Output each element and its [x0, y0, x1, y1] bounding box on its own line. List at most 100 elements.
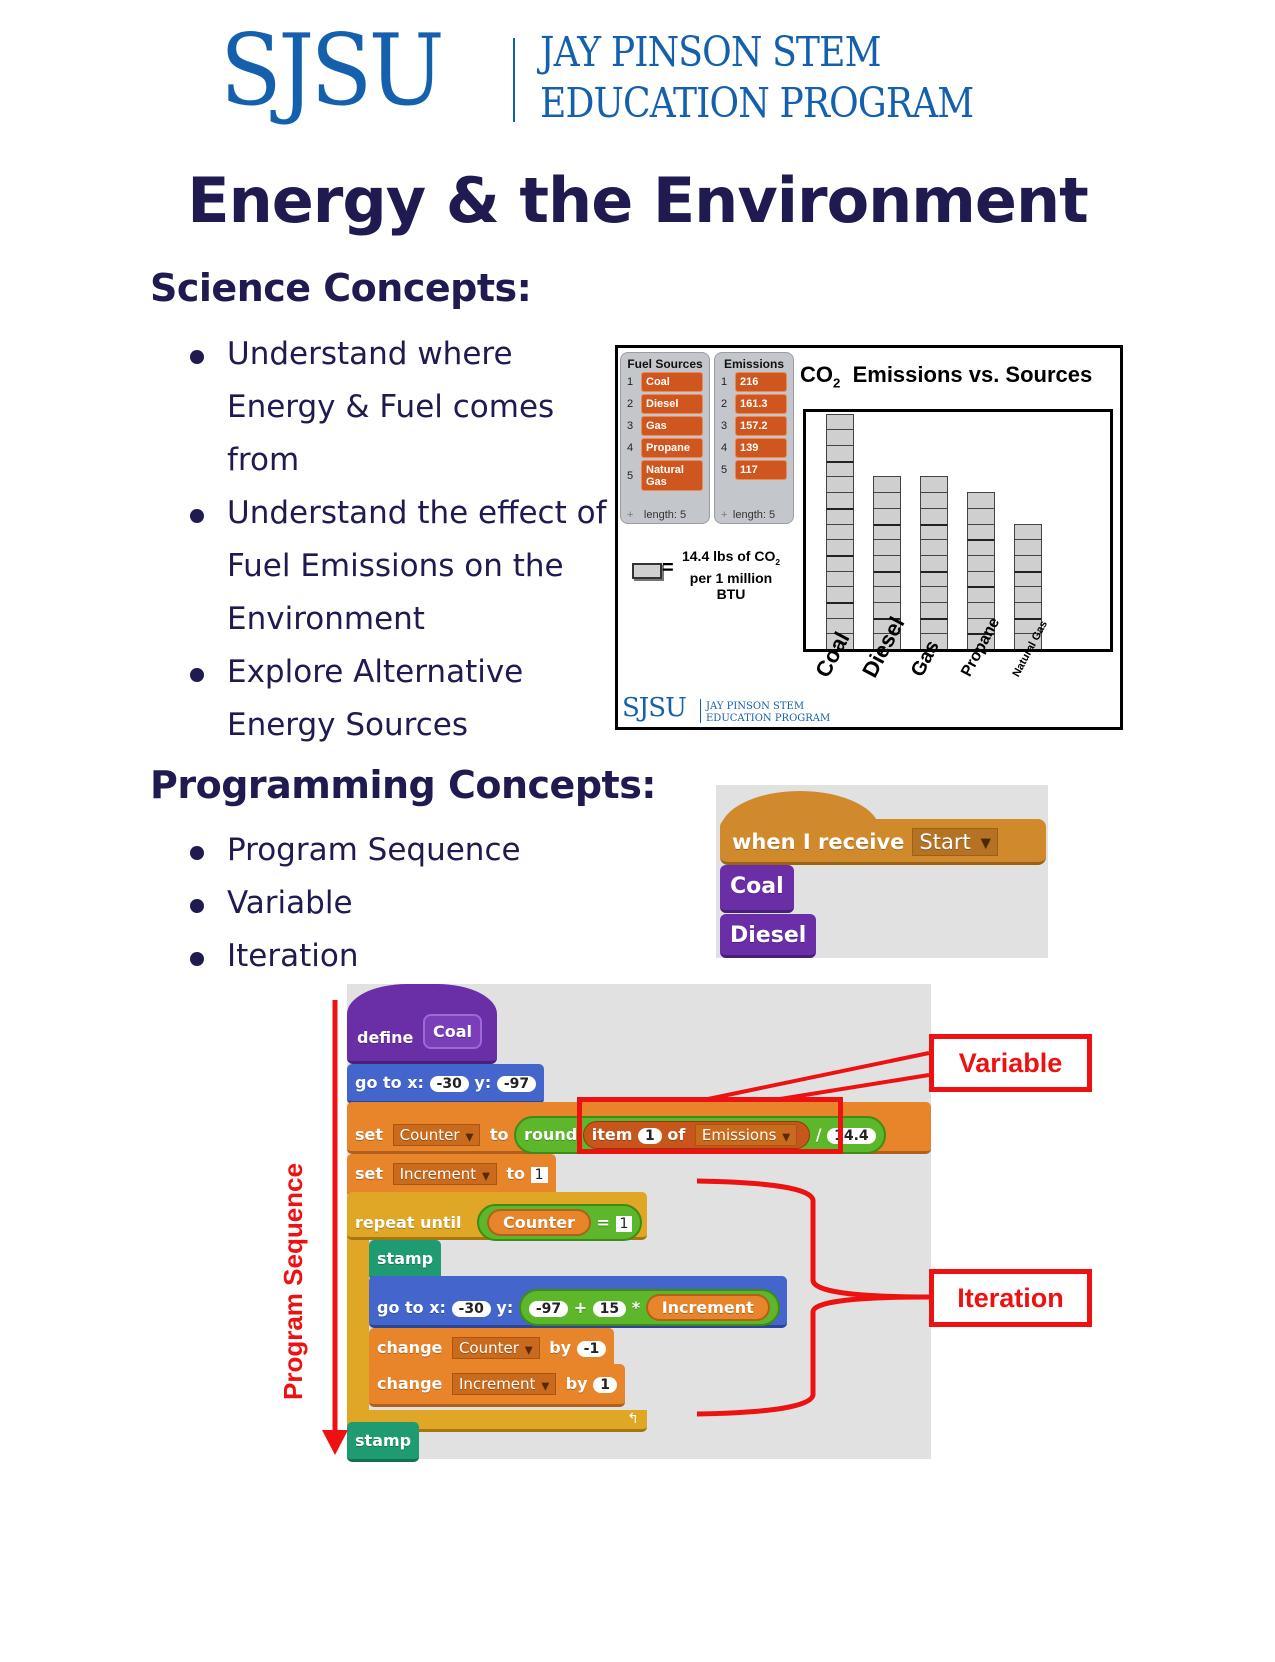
science-bullet-cont: Energy Sources: [150, 699, 620, 752]
emissions-dropdown: Emissions▼: [694, 1124, 798, 1146]
bar-coal: [826, 413, 854, 649]
bar-block: [1014, 633, 1042, 649]
bar-block: [873, 601, 901, 618]
equals-condition: Counter = 1: [477, 1204, 643, 1241]
bullet-icon: [190, 350, 204, 364]
bar-gas: [920, 476, 948, 649]
bullet-icon: [190, 668, 204, 682]
bar-block: [826, 492, 854, 508]
plot-area: [803, 409, 1113, 652]
bullet-text: Understand where: [227, 336, 513, 372]
bar-block: [967, 507, 995, 524]
list-value: Gas: [641, 416, 703, 436]
science-bullet-cont: Energy & Fuel comes: [150, 381, 620, 434]
list-title: Fuel Sources: [627, 357, 703, 371]
programming-bullet: Variable: [150, 877, 620, 930]
list-value: 117: [735, 460, 787, 480]
bullet-text: Environment: [227, 601, 425, 637]
iteration-annotation: Iteration: [929, 1269, 1092, 1327]
mini-sjsu-logo: SJSU JAY PINSON STEM EDUCATION PROGRAM: [622, 693, 831, 724]
bar-block: [873, 539, 901, 555]
coal-block: Coal: [720, 865, 794, 913]
variable-annotation: Variable: [929, 1034, 1092, 1092]
science-bullet-cont: Fuel Emissions on the: [150, 540, 620, 593]
diesel-block: Diesel: [720, 914, 817, 958]
bar-block: [873, 586, 901, 602]
bar-block: [873, 554, 901, 571]
go-to-xy-block: go to x: -30 y: -97: [347, 1064, 545, 1104]
bar-block: [826, 570, 854, 587]
set-counter-block: set Counter▼ to round item 1 of Emission…: [347, 1102, 931, 1154]
legend-equals: =: [662, 557, 674, 579]
message-dropdown: Start▼: [912, 828, 998, 856]
bullet-text: Energy & Fuel comes: [227, 389, 555, 425]
bar-block: [967, 554, 995, 571]
bar-block: [1014, 539, 1042, 555]
bar-block: [826, 413, 854, 430]
list-title: Emissions: [723, 357, 785, 371]
science-bullet: Understand where: [150, 328, 620, 381]
bar-block: [826, 554, 854, 571]
logo-divider: [513, 38, 515, 122]
bar-block: [967, 492, 995, 508]
bar-block: [920, 601, 948, 618]
list-value: Coal: [641, 372, 703, 392]
bullet-icon: [190, 952, 204, 966]
program-name-line1: JAY PINSON STEM: [540, 28, 882, 76]
list-footer: +length: 5: [721, 509, 776, 521]
program-name-line2: EDUCATION PROGRAM: [540, 79, 974, 127]
bar-block: [920, 554, 948, 571]
bar-block: [826, 601, 854, 618]
bullet-text: from: [227, 442, 300, 478]
bar-block: [873, 523, 901, 540]
bar-block: [826, 460, 854, 477]
bar-block: [920, 539, 948, 555]
bar-diesel: [873, 476, 901, 649]
repeat-c-foot: ↰: [347, 1410, 647, 1432]
bar-block: [1014, 554, 1042, 571]
science-bullet: Explore Alternative: [150, 646, 620, 699]
bar-block: [967, 586, 995, 602]
list-value: Diesel: [641, 394, 703, 414]
bullet-text: Explore Alternative: [227, 654, 524, 690]
bullet-text: Energy Sources: [227, 707, 469, 743]
programming-concepts-heading: Programming Concepts:: [150, 763, 657, 807]
bar-block: [920, 586, 948, 602]
repeat-until-block: repeat until Counter = 1: [347, 1192, 647, 1241]
change-counter-block: change Counter▼ by -1: [369, 1328, 615, 1371]
bar-block: [1014, 601, 1042, 618]
bar-block: [920, 633, 948, 649]
bar-block: [920, 617, 948, 634]
bar-block: [967, 633, 995, 649]
bar-block: [967, 570, 995, 587]
variable-highlight-box: [577, 1097, 843, 1154]
program-sequence-annotation: Program Sequence: [278, 1163, 308, 1400]
increment-dropdown: Increment▼: [392, 1163, 497, 1185]
item-of-list-reporter: item 1 of Emissions▼: [582, 1121, 811, 1149]
dropdown-arrow-icon: ▼: [980, 835, 991, 851]
bar-block: [967, 539, 995, 555]
list-value: 216: [735, 372, 787, 392]
bar-block: [826, 476, 854, 493]
add-reporter: -97 + 15 * Increment: [518, 1289, 780, 1326]
define-name: Coal: [423, 1014, 483, 1049]
list-value: 157.2: [735, 416, 787, 436]
programming-concepts-list: Program Sequence Variable Iteration: [150, 824, 620, 983]
counter-dropdown: Counter▼: [392, 1124, 481, 1146]
repeat-c-side: [347, 1236, 369, 1426]
program-sequence-arrow-icon: [322, 1430, 348, 1455]
programming-bullet: Iteration: [150, 930, 620, 983]
science-bullet-cont: Environment: [150, 593, 620, 646]
bar-block: [873, 633, 901, 649]
bar-block: [920, 492, 948, 508]
bar-block: [967, 617, 995, 634]
